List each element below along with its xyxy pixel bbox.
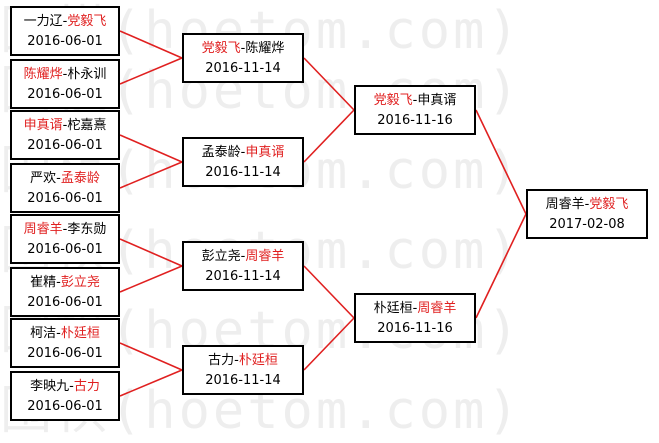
match-box-r3-2: 朴廷桓-周睿羊 2016-11-16 <box>354 293 476 343</box>
winner-name: 申真谞 <box>245 145 285 160</box>
connector-line <box>119 57 183 85</box>
winner-name: 周睿羊 <box>23 222 63 237</box>
match-box-r1-3: 申真谞-柁嘉熹 2016-06-01 <box>10 110 120 160</box>
player-name: 朴廷桓 <box>373 301 413 316</box>
connector-line <box>475 109 527 215</box>
player-name: 严欢 <box>30 171 57 186</box>
connector-line <box>303 317 355 371</box>
winner-name: 党毅飞 <box>67 14 107 29</box>
player-name: 李映九 <box>30 379 70 394</box>
match-box-r2-2: 孟泰龄-申真谞 2016-11-14 <box>182 137 304 187</box>
winner-name: 孟泰龄 <box>60 171 100 186</box>
winner-name: 党毅飞 <box>201 41 241 56</box>
winner-name: 古力 <box>73 379 100 394</box>
connector-line <box>119 30 183 59</box>
match-box-r1-1: 一力辽-党毅飞 2016-06-01 <box>10 6 120 56</box>
match-box-r2-1: 党毅飞-陈耀烨 2016-11-14 <box>182 33 304 83</box>
connector-line <box>119 238 183 267</box>
connector-line <box>119 134 183 163</box>
player-name: 古力 <box>208 353 235 368</box>
player-name: 孟泰龄 <box>201 145 241 160</box>
match-box-r1-7: 柯洁-朴廷桓 2016-06-01 <box>10 318 120 368</box>
match-box-r1-2: 陈耀烨-朴永训 2016-06-01 <box>10 59 120 109</box>
match-date: 2017-02-08 <box>549 217 625 232</box>
player-name: 崔精 <box>30 275 57 290</box>
connector-line <box>303 265 355 319</box>
player-name: 一力辽 <box>23 14 63 29</box>
match-date: 2016-11-14 <box>205 373 281 388</box>
match-date: 2016-11-14 <box>205 269 281 284</box>
match-date: 2016-06-01 <box>27 399 103 414</box>
player-name: 周睿羊 <box>545 197 585 212</box>
winner-name: 彭立尧 <box>60 275 100 290</box>
winner-name: 党毅飞 <box>589 197 629 212</box>
player-name: 陈耀烨 <box>245 41 285 56</box>
match-date: 2016-11-16 <box>377 113 453 128</box>
match-date: 2016-06-01 <box>27 242 103 257</box>
winner-name: 周睿羊 <box>245 249 285 264</box>
match-box-r1-6: 崔精-彭立尧 2016-06-01 <box>10 267 120 317</box>
winner-name: 朴廷桓 <box>238 353 278 368</box>
match-date: 2016-11-14 <box>205 165 281 180</box>
match-date: 2016-06-01 <box>27 138 103 153</box>
match-box-r1-4: 严欢-孟泰龄 2016-06-01 <box>10 163 120 213</box>
player-name: 李东勋 <box>67 222 107 237</box>
connector-line <box>303 109 355 163</box>
winner-name: 申真谞 <box>23 118 63 133</box>
connector-line <box>475 213 527 319</box>
connector-line <box>119 369 183 397</box>
winner-name: 周睿羊 <box>417 301 457 316</box>
match-date: 2016-06-01 <box>27 346 103 361</box>
match-box-r2-3: 彭立尧-周睿羊 2016-11-14 <box>182 241 304 291</box>
winner-name: 陈耀烨 <box>23 67 63 82</box>
connector-line <box>119 161 183 189</box>
connector-line <box>303 57 355 111</box>
match-date: 2016-06-01 <box>27 191 103 206</box>
winner-name: 党毅飞 <box>373 93 413 108</box>
match-date: 2016-11-16 <box>377 321 453 336</box>
match-box-r2-4: 古力-朴廷桓 2016-11-14 <box>182 345 304 395</box>
match-date: 2016-06-01 <box>27 87 103 102</box>
player-name: 申真谞 <box>417 93 457 108</box>
player-name: 柯洁 <box>30 326 57 341</box>
match-box-r1-8: 李映九-古力 2016-06-01 <box>10 371 120 421</box>
match-date: 2016-06-01 <box>27 295 103 310</box>
match-box-r1-5: 周睿羊-李东勋 2016-06-01 <box>10 214 120 264</box>
match-box-final: 周睿羊-党毅飞 2017-02-08 <box>526 189 648 239</box>
connector-line <box>119 342 183 371</box>
player-name: 彭立尧 <box>201 249 241 264</box>
match-date: 2016-11-14 <box>205 61 281 76</box>
match-box-r3-1: 党毅飞-申真谞 2016-11-16 <box>354 85 476 135</box>
player-name: 朴永训 <box>67 67 107 82</box>
winner-name: 朴廷桓 <box>60 326 100 341</box>
bracket-lines <box>119 30 527 397</box>
match-date: 2016-06-01 <box>27 34 103 49</box>
player-name: 柁嘉熹 <box>67 118 107 133</box>
connector-line <box>119 265 183 293</box>
